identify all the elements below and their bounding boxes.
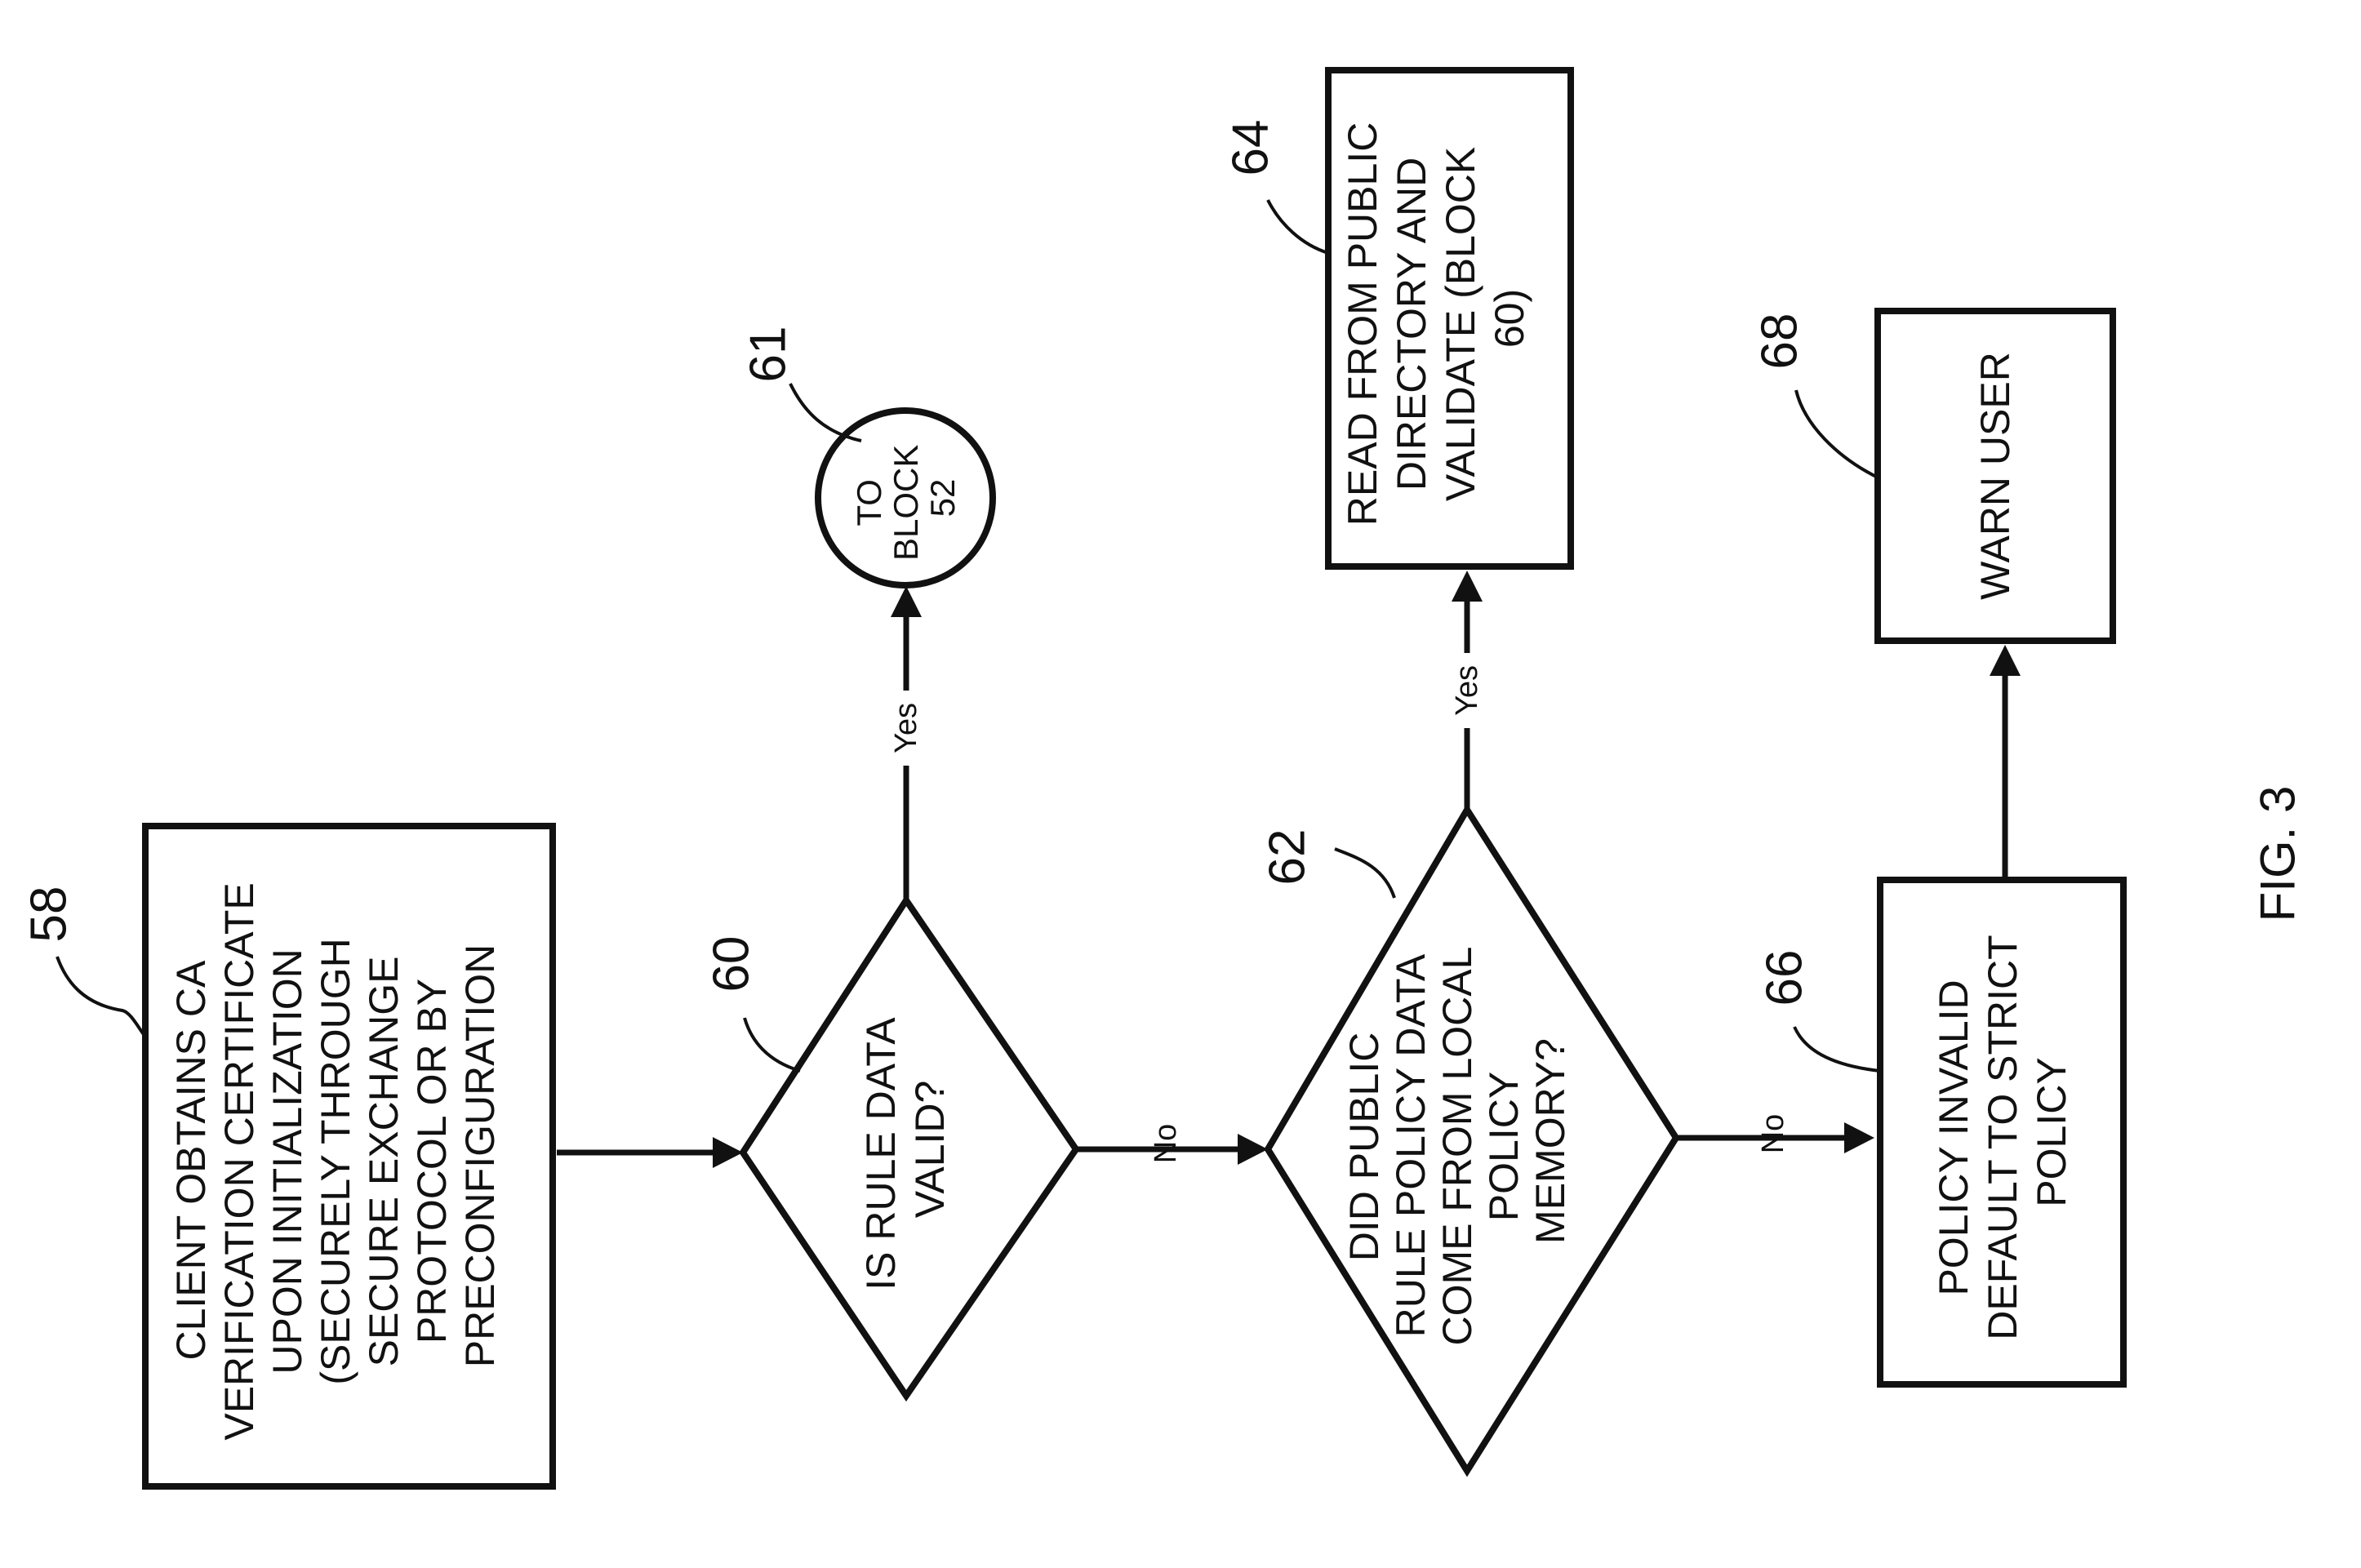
arrowhead-62: [1238, 1134, 1268, 1165]
leader-68: [1796, 390, 1878, 478]
arrowhead-68: [1990, 645, 2021, 676]
decision-diamond-60: IS RULE DATA VALID?: [743, 900, 1076, 1396]
process-box-64: READ FROM PUBLIC DIRECTORY AND VALIDATE …: [1328, 70, 1571, 566]
leader-60: [745, 1018, 800, 1071]
ref-68: 68: [1752, 313, 1808, 370]
edge-label-62-no: No: [1756, 1114, 1790, 1154]
arrowhead-64: [1452, 571, 1483, 602]
arrowhead-66: [1844, 1122, 1874, 1153]
ref-62: 62: [1260, 829, 1316, 886]
arrowhead-60: [713, 1137, 743, 1168]
ref-64: 64: [1223, 120, 1279, 176]
decision-diamond-62: DID PUBLIC RULE POLICY DATA COME FROM LO…: [1268, 810, 1676, 1471]
process-box-58: CLIENT OBTAINS CA VERIFICATION CERTIFICA…: [145, 826, 553, 1486]
edge-label-62-yes: Yes: [1450, 665, 1484, 716]
arrowhead-61: [891, 586, 922, 617]
leader-64: [1268, 200, 1328, 253]
figure-caption: FIG. 3: [2251, 786, 2305, 922]
leader-58: [57, 957, 145, 1037]
leader-66: [1794, 1027, 1880, 1071]
leader-62: [1335, 849, 1394, 898]
edge-label-60-no: No: [1149, 1124, 1183, 1164]
process-box-68: WARN USER: [1878, 311, 2113, 641]
box-68-text: WARN USER: [1972, 352, 2018, 600]
ref-58: 58: [21, 886, 78, 943]
ref-66: 66: [1757, 950, 1813, 1006]
edge-label-60-yes: Yes: [889, 703, 923, 753]
ref-61: 61: [740, 326, 797, 383]
process-box-66: POLICY INVALID DEFAULT TO STRICT POLICY: [1880, 880, 2123, 1384]
ref-60: 60: [704, 936, 760, 993]
